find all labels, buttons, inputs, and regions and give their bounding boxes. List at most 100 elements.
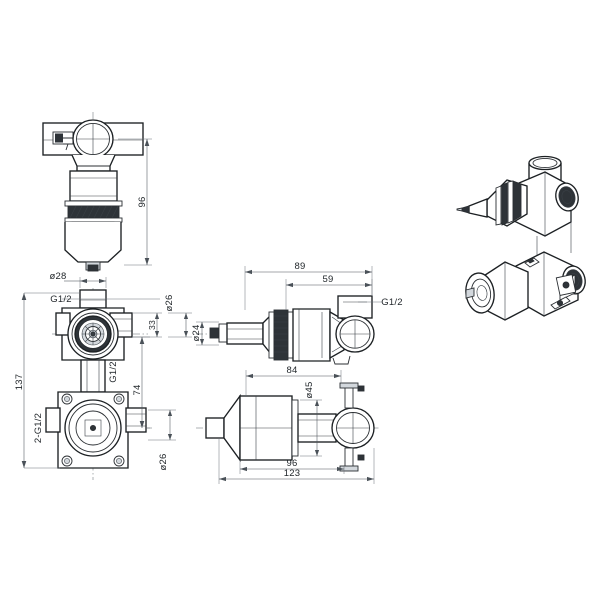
side-lower-bracket-bottom-plate [339,465,359,472]
d96s-arrow-left [240,466,247,472]
dimension-label-74: 74 [132,385,143,396]
dimension-label-89: 89 [295,261,306,272]
dimension-label-d26-bottom: ø26 [158,454,169,471]
dimension-label-2-g12: 2-G1/2 [33,413,44,443]
dimension-96-side: 96 [239,458,345,474]
dimension-label-59: 59 [323,274,334,285]
dim96-arrow-bottom [144,258,150,265]
iso-handle-keyway [465,287,475,299]
side-lower-bracket-bottom-screw [357,454,365,461]
bottom-front-view: ø28 G1/2 137 33 [14,271,192,480]
d28-arrow-left [80,278,87,284]
dimension-d45: ø45 [300,382,322,457]
front-view-screw-bl-inner [64,458,70,464]
d26b-arrow-top [167,410,173,416]
iso-barrel-ring-dark1 [512,180,522,222]
dimension-label-84: 84 [287,365,298,376]
d84-arrow-right [334,373,341,379]
iso-barrel-ring-light2 [495,185,502,226]
dimension-label-d28: ø28 [50,271,67,282]
side-lower-bracket-top-screw [357,385,365,392]
iso-upper-outlet-bore [561,190,573,204]
dimension-d26-top: ø26 [164,295,192,338]
front-view-lower-right-boss [125,407,147,433]
dimension-label-d24: ø24 [191,325,202,342]
d33-arrow-top [154,313,160,319]
dimension-123: 123 [218,438,375,484]
dimension-label-96-side: 96 [287,458,298,469]
top-front-view: 96 [42,112,152,272]
side-section-view: 89 59 G1/2 ø24 [191,261,403,484]
d59-arrow-left [286,282,293,288]
front-view-screw-tr-inner [116,396,122,402]
top-view-bottom-plug [87,264,99,272]
side-lower-bracket-top-plate [339,382,359,389]
iso-handle-face-inner [476,285,488,301]
side-upper-collar-rim-l [268,311,275,359]
top-view-upper-body [69,170,118,202]
front-view-upper-knurl [82,323,104,345]
dimension-label-137: 137 [14,374,25,390]
dimension-label-123: 123 [284,468,300,479]
dimension-d28: ø28 [50,271,107,288]
dimension-label-g12-mid: G1/2 [108,361,119,382]
d24-arrow-top [199,322,205,328]
iso-lower-assembly [465,251,586,321]
dimension-label-33: 33 [147,320,157,330]
side-lower-collar [291,399,299,457]
side-lower-brackets [339,382,365,472]
side-view-lower [196,382,380,472]
side-upper-spindle-collar [218,323,228,343]
top-view-lever-stem [65,143,69,151]
dimension-96-top-view: 96 [118,138,152,266]
side-upper-outlet-boss [337,295,373,319]
top-view-lever-block [55,133,63,143]
front-view-lower-ring-center [89,424,97,432]
d24-arrow-bottom [199,339,205,345]
top-view-shoulder [71,154,116,172]
d96s-arrow-right [337,466,344,472]
d89-arrow-left [245,269,252,275]
dimension-g12-top: G1/2 [50,294,160,305]
dim96-arrow-top [144,139,150,146]
d45-arrow-top [314,400,320,406]
d74-arrow-bottom [139,421,145,428]
front-view-mounting-screws [61,393,125,467]
d137-arrow-bottom [21,461,27,468]
dimension-label-g12-top: G1/2 [50,294,71,305]
dimension-label-96-top: 96 [137,197,148,208]
dimension-74: 74 [132,336,150,429]
side-lower-spigot [205,417,225,439]
d26b-arrow-bottom [167,434,173,440]
d33-arrow-bottom [154,331,160,337]
side-upper-collar-hatch [274,315,288,353]
d28-arrow-right [99,278,106,284]
iso-mounting-brackets [524,257,577,310]
side-upper-spindle-shaft [226,322,264,345]
dimension-59: 59 [285,274,373,310]
d123-arrow-right [367,476,374,482]
dimension-label-g12-side: G1/2 [381,297,402,308]
iso-cartridge-barrel [486,179,528,227]
side-upper-lug [332,355,351,365]
isometric-view [456,155,586,321]
side-upper-transition-line2 [331,345,343,353]
side-view-upper [196,295,375,365]
iso-upper-assembly [456,155,579,267]
top-view-collar-bottom-rim [64,217,123,223]
dimension-84: 84 [245,365,342,396]
side-upper-body [292,308,331,362]
d26t-arrow-top [183,313,189,319]
d84-arrow-left [246,373,253,379]
side-upper-collar-rim-r [287,311,294,359]
iso-barrel-ring-light1 [507,180,514,224]
iso-barrel-ring-dark2 [501,182,508,226]
side-lower-bracket-top [344,385,354,409]
d26t-arrow-bottom [183,331,189,337]
iso-riser-top-inner [532,157,558,169]
side-upper-threaded-collar [273,309,289,361]
dimension-137: 137 [14,292,80,469]
d123-arrow-left [219,476,226,482]
